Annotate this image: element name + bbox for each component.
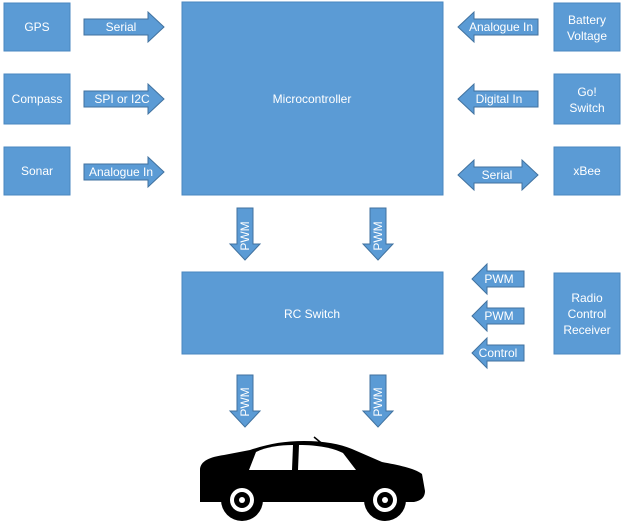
compass-to-mcu-label: SPI or I2C bbox=[94, 92, 150, 106]
rc-to-car-right-arrow: PWM bbox=[361, 374, 395, 428]
microcontroller-label: Microcontroller bbox=[273, 92, 352, 106]
go-switch-label-line2: Switch bbox=[569, 101, 604, 115]
rx-to-rc-label-2: PWM bbox=[484, 309, 513, 323]
battery-voltage-label-line2: Voltage bbox=[567, 29, 607, 43]
gps-label: GPS bbox=[24, 20, 49, 34]
mcu-to-rc-left-label: PWM bbox=[238, 221, 252, 250]
rx-to-rc-arrow-1: PWM bbox=[471, 262, 525, 296]
rc-switch-label: RC Switch bbox=[284, 307, 340, 321]
mcu-to-rc-left-arrow: PWM bbox=[228, 207, 262, 261]
go-switch-label-line1: Go! bbox=[577, 85, 596, 99]
rx-to-rc-arrow-3: Control bbox=[471, 336, 525, 370]
compass-to-mcu-arrow: SPI or I2C bbox=[83, 82, 165, 116]
rc-switch-block: RC Switch bbox=[181, 271, 444, 355]
mcu-to-rc-right-label: PWM bbox=[371, 221, 385, 250]
compass-block: Compass bbox=[3, 73, 71, 125]
rc-to-car-left-arrow: PWM bbox=[228, 374, 262, 428]
sonar-block: Sonar bbox=[3, 146, 71, 196]
battery-voltage-block: Battery Voltage bbox=[553, 2, 621, 52]
radio-receiver-label-line2: Control bbox=[568, 307, 607, 321]
radio-receiver-label-line1: Radio bbox=[571, 291, 603, 305]
xbee-block: xBee bbox=[553, 146, 621, 196]
rx-to-rc-label-3: Control bbox=[479, 346, 518, 360]
mcu-to-rc-right-arrow: PWM bbox=[361, 207, 395, 261]
rc-to-car-left-label: PWM bbox=[238, 387, 252, 416]
radio-receiver-label-line3: Receiver bbox=[563, 323, 610, 337]
gps-to-mcu-arrow: Serial bbox=[83, 10, 165, 44]
car-silhouette-icon bbox=[200, 436, 425, 521]
sonar-to-mcu-label: Analogue In bbox=[89, 165, 153, 179]
compass-label: Compass bbox=[12, 92, 63, 106]
rx-to-rc-arrow-2: PWM bbox=[471, 299, 525, 333]
go-to-mcu-arrow: Digital In bbox=[457, 82, 539, 116]
rx-to-rc-label-1: PWM bbox=[484, 272, 513, 286]
microcontroller-block: Microcontroller bbox=[181, 1, 444, 196]
gps-block: GPS bbox=[3, 2, 71, 52]
sonar-to-mcu-arrow: Analogue In bbox=[83, 155, 165, 189]
go-to-mcu-label: Digital In bbox=[476, 92, 523, 106]
radio-receiver-block: Radio Control Receiver bbox=[553, 272, 621, 355]
battery-voltage-label-line1: Battery bbox=[568, 13, 606, 27]
battery-to-mcu-arrow: Analogue In bbox=[457, 10, 539, 44]
xbee-mcu-label: Serial bbox=[482, 168, 513, 182]
go-switch-block: Go! Switch bbox=[553, 73, 621, 125]
sonar-label: Sonar bbox=[21, 164, 53, 178]
xbee-label: xBee bbox=[573, 164, 601, 178]
gps-to-mcu-label: Serial bbox=[106, 20, 137, 34]
rc-to-car-right-label: PWM bbox=[371, 387, 385, 416]
xbee-mcu-bidirectional-arrow: Serial bbox=[457, 158, 539, 192]
battery-to-mcu-label: Analogue In bbox=[469, 20, 533, 34]
